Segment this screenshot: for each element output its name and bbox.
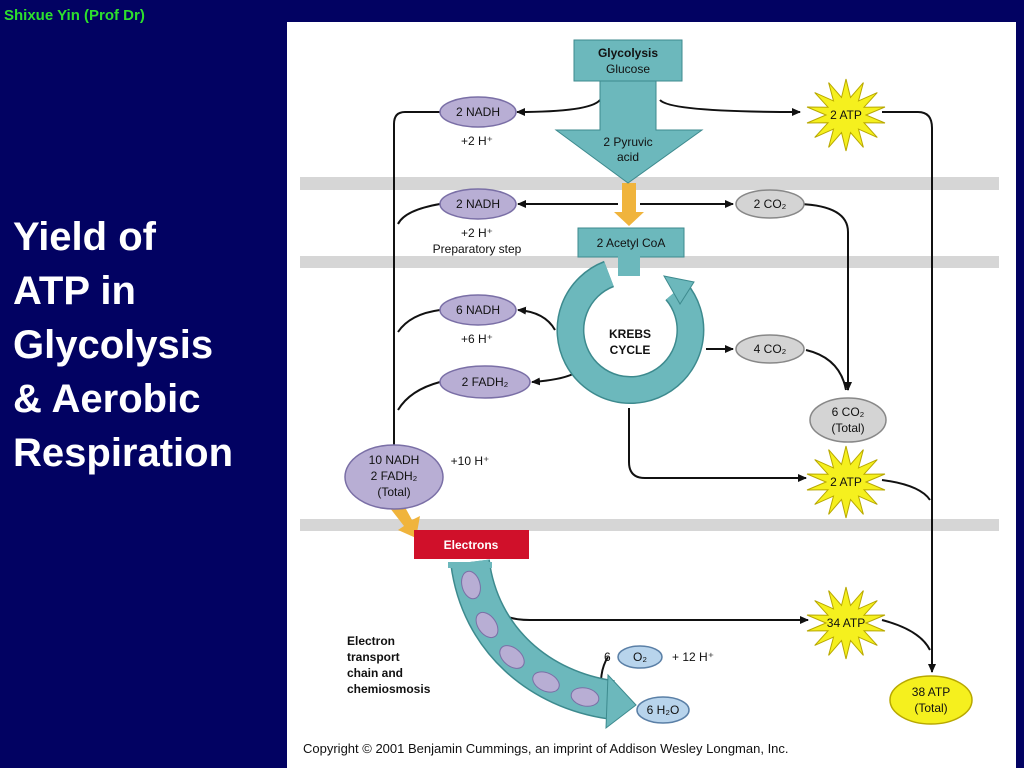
atp-yield-diagram: Glycolysis Glucose 2 Pyruvic acid 2 Acet… bbox=[300, 39, 999, 756]
krebs-label: KREBS bbox=[609, 327, 651, 341]
glucose-label: Glucose bbox=[606, 62, 650, 76]
ets-label: chemiosmosis bbox=[347, 682, 431, 696]
pyruvic-label: acid bbox=[617, 150, 639, 164]
slide-title: Yield of ATP in Glycolysis & Aerobic Res… bbox=[13, 210, 283, 480]
glycolysis-box bbox=[573, 39, 683, 82]
title-line: Yield of bbox=[13, 215, 156, 259]
krebs-label: CYCLE bbox=[610, 343, 651, 357]
title-line: Glycolysis bbox=[13, 323, 214, 367]
atp-label: 2 ATP bbox=[830, 475, 862, 489]
o2-oval bbox=[617, 645, 663, 669]
ets-label: chain and bbox=[347, 666, 403, 680]
atp-total-label: 38 ATP bbox=[912, 685, 950, 699]
glycolysis-title: Glycolysis bbox=[598, 46, 658, 60]
o2-label: O₂ bbox=[633, 650, 647, 664]
title-line: ATP in bbox=[13, 269, 136, 313]
proton-label: +6 H⁺ bbox=[461, 332, 493, 346]
nadh-label: 2 NADH bbox=[456, 197, 500, 211]
nadh-oval bbox=[439, 188, 517, 220]
atp-label: 2 ATP bbox=[830, 108, 862, 122]
atp-total-label: (Total) bbox=[914, 701, 947, 715]
nadh-oval bbox=[439, 96, 517, 128]
h2o-label: 6 H₂O bbox=[647, 703, 680, 717]
acetyl-coa-box bbox=[577, 227, 685, 258]
krebs-cycle-ring bbox=[556, 256, 705, 405]
stage-divider bbox=[300, 177, 999, 190]
total-carriers-label: 2 FADH₂ bbox=[371, 469, 418, 483]
proton-label: +10 H⁺ bbox=[451, 454, 490, 468]
atp-starburst bbox=[806, 586, 886, 660]
proton-label: +2 H⁺ bbox=[461, 134, 493, 148]
electron-transport-chain-arrow bbox=[448, 558, 637, 730]
co2-total-oval bbox=[809, 397, 887, 443]
nadh-label: 2 NADH bbox=[456, 105, 500, 119]
co2-oval bbox=[735, 334, 805, 364]
proton-label: + 12 H⁺ bbox=[672, 650, 714, 664]
nadh-oval bbox=[439, 294, 517, 326]
co2-label: 4 CO₂ bbox=[754, 342, 787, 356]
ets-label: transport bbox=[347, 650, 400, 664]
atp-label: 34 ATP bbox=[827, 616, 865, 630]
o2-coefficient: 6 bbox=[604, 650, 611, 664]
electrons-label: Electrons bbox=[444, 538, 499, 552]
fadh-label: 2 FADH₂ bbox=[462, 375, 509, 389]
co2-oval bbox=[735, 189, 805, 219]
atp-total-oval bbox=[889, 675, 973, 725]
co2-total-label: 6 CO₂ bbox=[832, 405, 865, 419]
total-carriers-label: 10 NADH bbox=[369, 453, 420, 467]
h2o-oval bbox=[636, 696, 690, 724]
stage-divider bbox=[300, 519, 999, 531]
co2-total-label: (Total) bbox=[831, 421, 864, 435]
title-line: Respiration bbox=[13, 431, 234, 475]
author-name: Shixue Yin (Prof Dr) bbox=[4, 7, 145, 24]
diagram-panel: Glycolysis Glucose 2 Pyruvic acid 2 Acet… bbox=[287, 22, 1016, 768]
electrons-box bbox=[414, 530, 529, 559]
preparatory-step-label: Preparatory step bbox=[433, 242, 522, 256]
proton-label: +2 H⁺ bbox=[461, 226, 493, 240]
atp-starburst bbox=[806, 445, 886, 519]
total-carriers-oval bbox=[344, 444, 444, 510]
stage-divider bbox=[300, 256, 999, 268]
glycolysis-arrow bbox=[554, 80, 704, 184]
title-line: & Aerobic bbox=[13, 377, 201, 421]
pyruvic-label: 2 Pyruvic bbox=[603, 135, 652, 149]
ets-label: Electron bbox=[347, 634, 395, 648]
atp-starburst bbox=[806, 78, 886, 152]
fadh-oval bbox=[439, 365, 531, 399]
total-carriers-label: (Total) bbox=[377, 485, 410, 499]
co2-label: 2 CO₂ bbox=[754, 197, 787, 211]
copyright-notice: Copyright © 2001 Benjamin Cummings, an i… bbox=[303, 741, 789, 756]
nadh-label: 6 NADH bbox=[456, 303, 500, 317]
acetyl-coa-label: 2 Acetyl CoA bbox=[597, 236, 666, 250]
